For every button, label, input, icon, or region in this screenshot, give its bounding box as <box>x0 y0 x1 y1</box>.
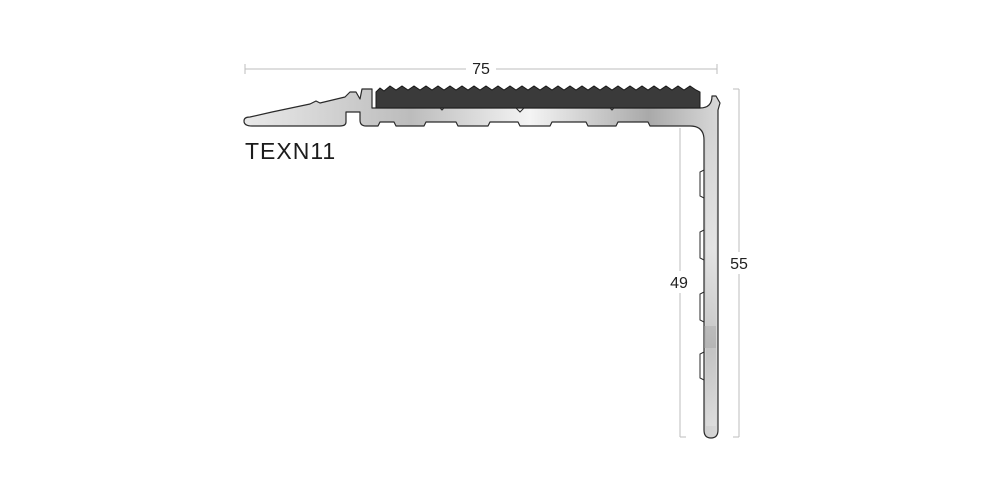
profile-tread <box>243 88 721 439</box>
width-dimension: 75 <box>244 58 718 78</box>
width-dimension-value: 75 <box>472 61 490 78</box>
anti-slip-insert <box>375 85 701 109</box>
outer-height-dimension: 55 <box>728 88 752 438</box>
inner-height-dimension-value: 49 <box>670 275 688 292</box>
outer-height-dimension-value: 55 <box>730 256 748 273</box>
anti-slip-insert-base-notches <box>439 107 615 113</box>
inner-height-dimension: 49 <box>667 128 691 438</box>
profile-leg-shading <box>706 130 716 426</box>
model-label: TEXN11 <box>245 138 337 164</box>
